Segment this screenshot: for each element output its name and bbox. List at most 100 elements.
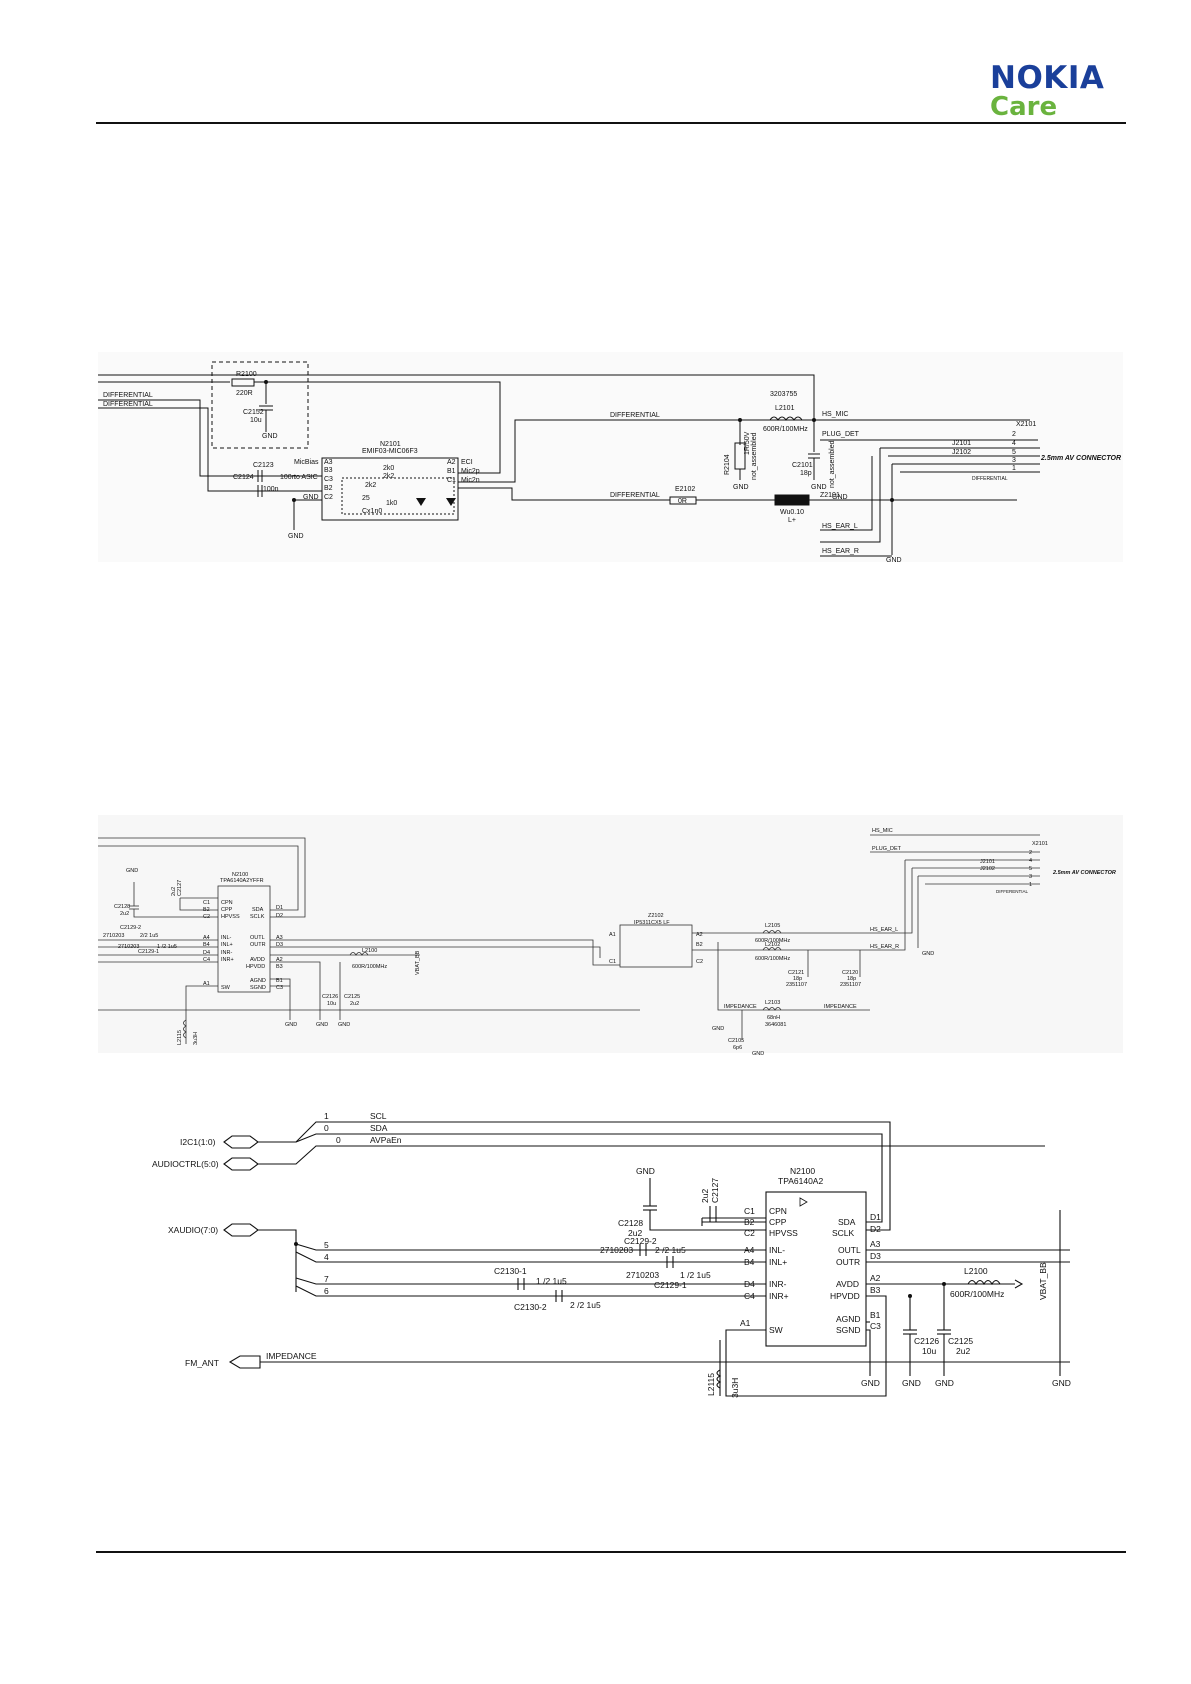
d2-avdd: AVDD [250,957,265,963]
d3-sclk: SCLK [832,1228,855,1238]
d2-pin-c1: C1 [203,900,210,906]
d2-x2101-label: X2101 [1032,841,1048,847]
d2-pin-b3: B3 [276,964,283,970]
d3-2710203b: 2710203 [626,1270,659,1280]
d1-pin-a3: A3 [324,459,333,466]
d3-vbat-bb: VBAT_BB [1038,1262,1048,1300]
d1-net-differential-2: DIFFERENTIAL [103,401,153,408]
d2-gnd-1: GND [285,1022,297,1028]
d2-c2125-label: C2125 [344,994,360,1000]
d1-gnd-a: GND [262,433,278,440]
d3-c2129-2: C2129-2 [624,1236,657,1246]
d2-inr-plus: INR+ [221,957,234,963]
d2-c2126-label: C2126 [322,994,338,1000]
d1-r2100-value: 220R [236,390,253,397]
d3-inr-plus: INR+ [769,1291,789,1301]
d1-net-hs-ear-l: HS_EAR_L [822,523,858,530]
d2-pin-c4: C4 [203,957,210,963]
d1-net-differential-3: DIFFERENTIAL [610,412,660,419]
d3-pin-a1: A1 [740,1318,751,1328]
d1-net-gnd: GND [832,494,848,501]
d2-z-c2: C2 [696,959,703,965]
d3-fm-ant-connector [228,1355,261,1369]
d3-pin-b2: B2 [744,1217,755,1227]
d3-xaudio-bus-connector [223,1223,259,1237]
d3-cpn: CPN [769,1206,787,1216]
d1-net-plug-det: PLUG_DET [822,431,860,438]
d3-bit-0a: 0 [324,1123,329,1133]
d1-e2102-value: 0R [678,498,687,505]
d2-gnd-2: GND [316,1022,328,1028]
d1-net-differential-4: DIFFERENTIAL [610,492,660,499]
d1-pin-b1: B1 [447,468,456,475]
d1-pin-gnd: GND [303,494,319,501]
d2-differential: DIFFERENTIAL [996,889,1029,894]
d3-net-sda: SDA [370,1123,388,1133]
d2-l2115-value: 3u3H [193,1032,199,1045]
d2-sgnd: SGND [250,985,266,991]
d3-i2c-port: I2C1(1:0) [180,1137,216,1147]
d1-not-assembled-a: not_assembled [751,432,758,480]
nokia-care-logo: NOKIA Care [990,60,1140,124]
d2-pin-b2: B2 [203,907,210,913]
d3-bit-6: 6 [324,1286,329,1296]
d2-pin-2: 2 [1029,850,1032,856]
d3-gnd-1: GND [861,1378,880,1388]
d1-net-hs-mic: HS_MIC [822,411,848,418]
d1-l2101-value: 600R/100MHz [763,426,808,433]
d1-j2102-label: J2102 [952,449,971,456]
d3-pin-c2: C2 [744,1228,755,1238]
d1-pin-2: 2 [1012,431,1016,438]
d1-pin-mic2n: Mic2n [461,477,480,484]
d3-net-impedance: IMPEDANCE [266,1351,317,1361]
d1-pin-3: 3 [1012,457,1016,464]
d3-pin-a3: A3 [870,1239,881,1249]
d2-pin-5: 5 [1029,866,1032,872]
d2-z-b2: B2 [696,942,703,948]
d1-gnd-e: GND [886,557,902,564]
d1-c2123-label: C2123 [253,462,274,469]
d3-pin-c1: C1 [744,1206,755,1216]
d1-r-2k2b: 2k2 [365,482,376,489]
d3-gnd-4: GND [1052,1378,1071,1388]
d3-l2100-value: 600R/100MHz [950,1289,1004,1299]
d1-gnd-c: GND [733,484,749,491]
d2-cpn: CPN [221,900,233,906]
d1-c-25: 25 [362,495,370,502]
d1-differential-small: DIFFERENTIAL [972,476,1008,482]
d2-c2120-value: 18p [847,976,856,982]
d3-sgnd: SGND [836,1325,861,1335]
d3-c2129-1: C2129-1 [654,1280,687,1290]
d1-connector-label: 2.5mm AV CONNECTOR [1040,455,1121,462]
d2-pin-d2: D2 [276,913,283,919]
d3-1u5b: 1 /2 1u5 [536,1276,567,1286]
footer-rule [96,1551,1126,1553]
d1-j2101-label: J2101 [952,440,971,447]
d2-pin-3: 3 [1029,874,1032,880]
d3-c2128-label: C2128 [618,1218,643,1228]
d2-l2115-label: L2115 [177,1030,183,1045]
d3-c2130-1: C2130-1 [494,1266,527,1276]
d3-hpvss: HPVSS [769,1228,798,1238]
d3-2710203a: 2710203 [600,1245,633,1255]
d1-net-hs-ear-r: HS_EAR_R [822,548,859,555]
d2-c2128-label: C2128 [114,904,130,910]
d3-pin-d2: D2 [870,1224,881,1234]
d1-e2102-label: E2102 [675,486,695,493]
d2-pin-a2: A2 [276,957,283,963]
d1-l2101-label: L2101 [775,405,795,412]
d2-gnd-5: GND [712,1026,724,1032]
d1-r2104-value: 1R/50V [744,431,751,455]
d2-pin-d1: D1 [276,905,283,911]
d2-2u5: 2/2 1u5 [140,933,158,939]
d3-2u5a: 2 /2 1u5 [655,1245,686,1255]
d2-2710203b: 2710203 [118,944,139,950]
d1-n2101-ref: N2101 [380,441,401,448]
d2-l2102-value: 600R/100MHz [755,956,790,962]
d1-pin-b3: B3 [324,467,333,474]
d3-pin-c3: C3 [870,1321,881,1331]
d2-c2126-value: 10u [327,1001,336,1007]
d3-net-scl: SCL [370,1111,387,1121]
logo-care-text: Care [990,92,1058,122]
d2-net-plug-det: PLUG_DET [872,846,902,852]
